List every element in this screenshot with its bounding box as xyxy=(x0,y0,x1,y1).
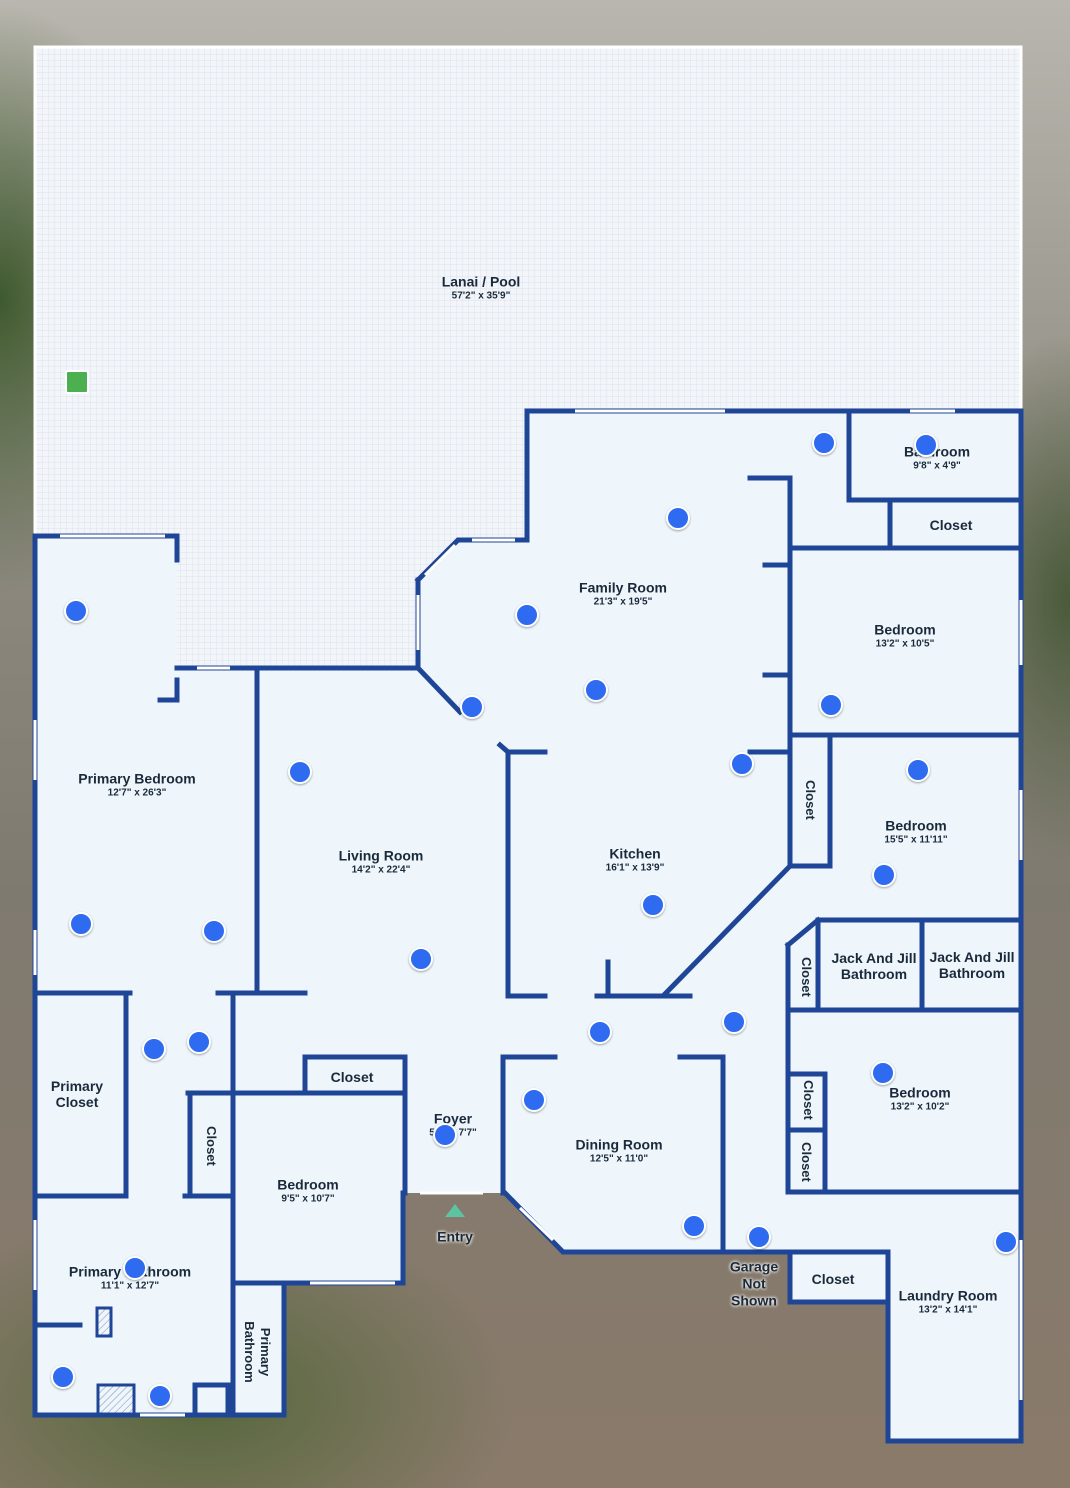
room-dims: 12'7" x 26'3" xyxy=(107,787,167,799)
room-name: Bedroom xyxy=(874,621,936,638)
pano-hotspot[interactable] xyxy=(51,1365,75,1389)
pano-hotspot[interactable] xyxy=(187,1030,211,1054)
pano-hotspot[interactable] xyxy=(819,693,843,717)
pano-hotspot[interactable] xyxy=(433,1123,457,1147)
pano-hotspot[interactable] xyxy=(64,599,88,623)
room-label-bedroom-sw: Bedroom 9'5" x 10'7" xyxy=(277,1177,338,1206)
room-dims: 15'5" x 11'11" xyxy=(884,834,948,846)
room-name: Bedroom xyxy=(885,817,947,834)
room-name: Bedroom xyxy=(277,1176,339,1193)
room-label-bedroom-ne: Bedroom 13'2" x 10'5" xyxy=(874,622,935,651)
room-label-primary-closet: Primary Closet xyxy=(51,1078,103,1110)
pano-hotspot[interactable] xyxy=(142,1037,166,1061)
room-label-jack-and-jill-1: Jack And Jill Bathroom xyxy=(831,950,916,982)
room-label-closet-se-1: Closet xyxy=(801,1080,816,1120)
room-name: Lanai / Pool xyxy=(441,273,521,290)
pano-hotspot[interactable] xyxy=(994,1230,1018,1254)
room-name: Closet xyxy=(811,1271,855,1287)
room-label-living-room: Living Room 14'2" x 22'4" xyxy=(339,848,424,877)
tub-hatch xyxy=(96,1383,136,1417)
pano-hotspot[interactable] xyxy=(584,678,608,702)
room-name: Jack And Jill Bathroom xyxy=(929,949,1015,981)
pano-hotspot[interactable] xyxy=(872,863,896,887)
room-dims: 11'1" x 12'7" xyxy=(100,1280,160,1292)
room-dims: 13'2" x 10'5" xyxy=(875,638,935,650)
room-label-jack-and-jill-2: Jack And Jill Bathroom xyxy=(929,949,1014,981)
pano-hotspot[interactable] xyxy=(515,603,539,627)
openings xyxy=(33,409,1023,1417)
room-dims: 14'2" x 22'4" xyxy=(351,864,411,876)
entry-label: Entry xyxy=(437,1228,473,1245)
pano-hotspot[interactable] xyxy=(588,1020,612,1044)
room-dims: 13'2" x 14'1" xyxy=(918,1304,978,1316)
room-label-family-room: Family Room 21'3" x 19'5" xyxy=(579,580,667,609)
room-dims: 9'8" x 4'9" xyxy=(913,460,961,472)
room-name: Closet xyxy=(929,517,973,533)
room-name: Foyer xyxy=(433,1110,473,1127)
pano-hotspot[interactable] xyxy=(682,1214,706,1238)
room-dims: 12'5" x 11'0" xyxy=(589,1153,649,1165)
room-label-lanai: Lanai / Pool 57'2" x 35'9" xyxy=(442,274,521,303)
room-label-bedroom-e: Bedroom 15'5" x 11'11" xyxy=(884,818,947,847)
room-name: Jack And Jill Bathroom xyxy=(831,950,917,982)
pano-hotspot[interactable] xyxy=(812,431,836,455)
pano-hotspot[interactable] xyxy=(148,1384,172,1408)
room-label-closet-top: Closet xyxy=(930,517,973,533)
room-label-closet-laundry: Closet xyxy=(812,1271,855,1287)
room-label-closet-foyer: Closet xyxy=(331,1069,374,1085)
pano-hotspot[interactable] xyxy=(730,752,754,776)
pano-hotspot[interactable] xyxy=(460,695,484,719)
room-name: Laundry Room xyxy=(898,1287,998,1304)
room-label-closet-se-2: Closet xyxy=(799,1142,814,1182)
room-name: Primary Closet xyxy=(50,1078,104,1110)
room-label-primary-bedroom: Primary Bedroom 12'7" x 26'3" xyxy=(78,771,195,800)
room-dims: 21'3" x 19'5" xyxy=(593,596,653,608)
pano-hotspot[interactable] xyxy=(914,433,938,457)
entry-arrow-icon xyxy=(445,1204,465,1217)
room-name: Living Room xyxy=(338,847,424,864)
pano-hotspot[interactable] xyxy=(722,1010,746,1034)
pano-hotspot[interactable] xyxy=(69,912,93,936)
room-label-closet-primary: Closet xyxy=(204,1126,219,1166)
room-label-kitchen: Kitchen 16'1" x 13'9" xyxy=(606,846,665,875)
room-name: Bedroom xyxy=(889,1084,951,1101)
room-dims: 57'2" x 35'9" xyxy=(451,290,511,302)
pano-hotspot[interactable] xyxy=(522,1088,546,1112)
room-dims: 13'2" x 10'2" xyxy=(890,1101,950,1113)
current-position-marker[interactable] xyxy=(65,370,89,394)
room-name: Dining Room xyxy=(575,1136,663,1153)
room-label-closet-e: Closet xyxy=(803,780,818,820)
room-label-bedroom-se: Bedroom 13'2" x 10'2" xyxy=(889,1085,950,1114)
pano-hotspot[interactable] xyxy=(123,1256,147,1280)
room-name: Kitchen xyxy=(609,845,661,862)
lanai-floor xyxy=(35,47,1021,668)
room-label-closet-jj: Closet xyxy=(799,957,814,997)
pano-hotspot[interactable] xyxy=(641,893,665,917)
pano-hotspot[interactable] xyxy=(409,947,433,971)
room-label-dining-room: Dining Room 12'5" x 11'0" xyxy=(575,1137,662,1166)
lanai-screen-edge xyxy=(33,45,1023,536)
pano-hotspot[interactable] xyxy=(747,1225,771,1249)
pano-hotspot[interactable] xyxy=(906,758,930,782)
room-dims: 16'1" x 13'9" xyxy=(605,862,665,874)
room-name: Family Room xyxy=(579,579,667,596)
garage-not-shown-label: Garage Not Shown xyxy=(729,1258,779,1309)
pano-hotspot[interactable] xyxy=(871,1061,895,1085)
pano-hotspot[interactable] xyxy=(288,760,312,784)
room-name: Closet xyxy=(330,1069,374,1085)
room-label-laundry-room: Laundry Room 13'2" x 14'1" xyxy=(899,1288,998,1317)
room-dims: 9'5" x 10'7" xyxy=(281,1193,335,1205)
pano-hotspot[interactable] xyxy=(202,919,226,943)
room-label-primary-bathroom-2: Primary Bathroom xyxy=(242,1321,273,1383)
room-name: Primary Bedroom xyxy=(78,770,196,787)
pano-hotspot[interactable] xyxy=(666,506,690,530)
shower-hatch xyxy=(95,1306,113,1338)
